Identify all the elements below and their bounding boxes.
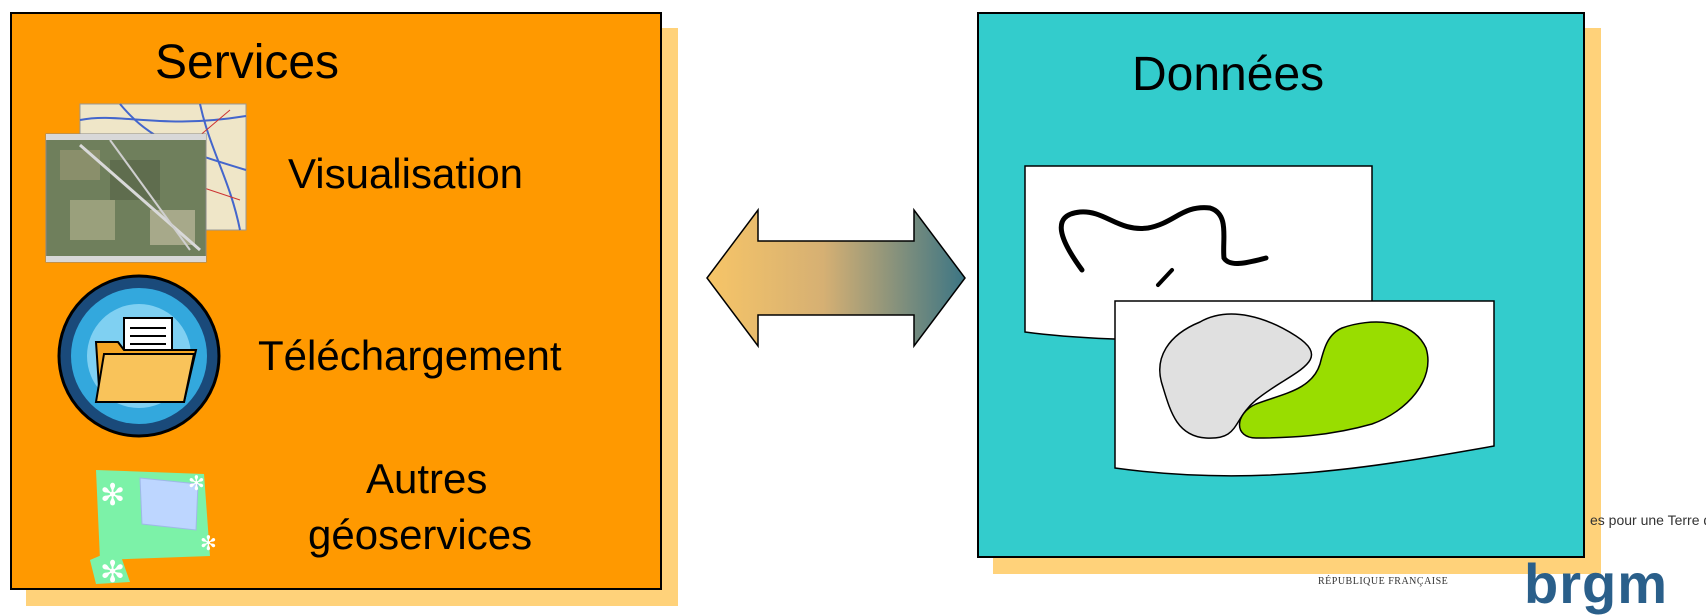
brgm-tagline: es pour une Terre durable — [1590, 512, 1706, 528]
svg-text:✻: ✻ — [100, 555, 125, 590]
svg-text:✻: ✻ — [100, 478, 125, 513]
svg-text:✻: ✻ — [200, 531, 217, 555]
autres-label: Autres — [366, 455, 488, 502]
services-icons: ✻ ✻ ✻ ✻ — [45, 103, 247, 590]
geoservices-label: géoservices — [308, 511, 533, 558]
geoservices-icon: ✻ ✻ ✻ ✻ — [90, 470, 217, 590]
brgm-logo: brgm — [1524, 552, 1668, 615]
polygon-layer-icon — [1114, 300, 1495, 477]
donnees-title: Données — [1132, 48, 1325, 101]
map-screenshots-icon — [45, 103, 247, 263]
visualisation-label: Visualisation — [288, 150, 524, 197]
republique-francaise-text: RÉPUBLIQUE FRANÇAISE — [1318, 576, 1449, 587]
connector-svg — [706, 207, 966, 349]
download-folder-icon — [57, 274, 221, 438]
telechargement-label: Téléchargement — [258, 332, 562, 379]
donnees-layers — [1024, 165, 1495, 477]
svg-text:✻: ✻ — [188, 471, 205, 495]
bidirectional-arrow-icon — [706, 207, 966, 349]
services-title: Services — [155, 36, 340, 89]
